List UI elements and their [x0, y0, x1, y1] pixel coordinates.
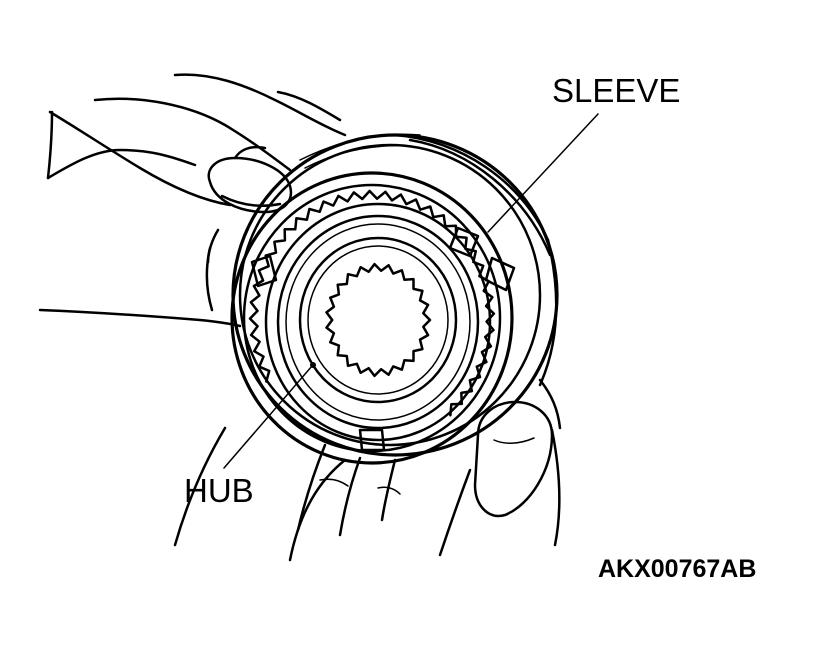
sleeve-leader-line: [487, 113, 599, 233]
hub-body: [264, 202, 492, 442]
hub-label: HUB: [184, 472, 254, 509]
sleeve-label: SLEEVE: [552, 72, 681, 109]
right-thumb: [438, 378, 562, 557]
lower-left-hand: [38, 228, 401, 562]
sleeve-slots: [250, 226, 516, 452]
upper-left-hand: [46, 73, 347, 214]
reference-code: AKX00767AB: [598, 555, 757, 583]
hub-leader-line: [223, 365, 313, 469]
